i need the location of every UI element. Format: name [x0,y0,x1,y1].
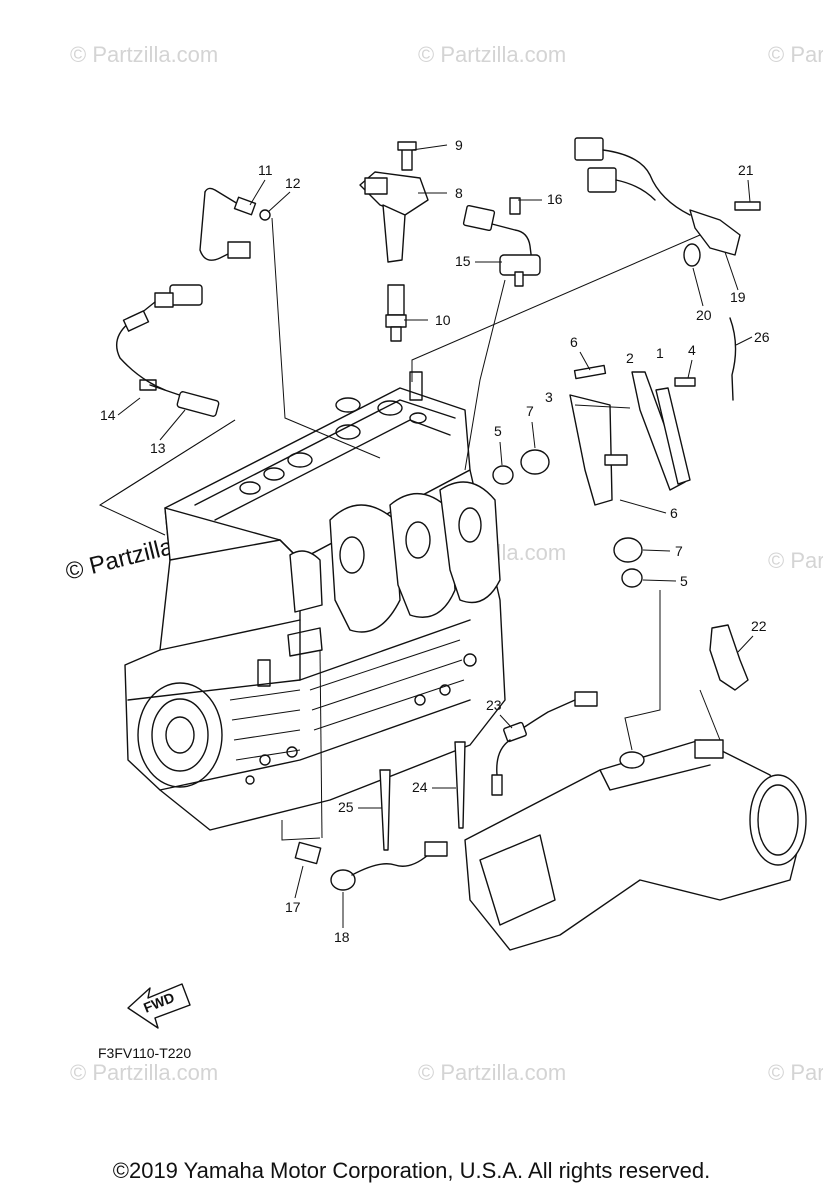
copyright-notice: ©2019 Yamaha Motor Corporation, U.S.A. A… [112,1158,711,1183]
callout-1: 1 [656,345,664,361]
callout-5-top: 5 [494,423,502,439]
callout-10: 10 [435,312,451,328]
knock-sensor [294,841,448,891]
callout-5-bottom: 5 [680,573,688,589]
sensor-harness [116,284,220,417]
callout-4: 4 [688,342,696,358]
callout-2: 2 [626,350,634,366]
callouts: 9 8 10 11 12 14 13 15 16 21 19 20 26 6 2… [100,137,770,945]
watermark-bottom-left: © Partzilla.com [70,1060,218,1085]
callout-11: 11 [258,162,273,178]
callout-8: 8 [455,185,463,201]
bracket-assembly [492,364,696,588]
callout-6-bottom: 6 [670,505,678,521]
callout-12: 12 [285,175,301,191]
cable-tie-25 [379,769,391,851]
callout-22: 22 [751,618,767,634]
engine-block [124,371,506,831]
watermark-bottom-center: © Partzilla.com [418,1060,566,1085]
spark-plug [385,284,407,342]
cam-sensor [462,197,541,287]
callout-16: 16 [547,191,563,207]
watermark-bottom-right: © Partzilla.com [768,1060,823,1085]
callout-7-top: 7 [526,403,534,419]
cable-tie-24 [454,741,466,829]
temp-sensor [491,691,598,796]
callout-23: 23 [486,697,502,713]
callout-6-top: 6 [570,334,578,350]
callout-7-bottom: 7 [675,543,683,559]
callout-21: 21 [738,162,754,178]
callout-26: 26 [754,329,770,345]
watermark-top-right: © Partzilla.com [768,42,823,67]
watermark-mid-right: © Partzilla.com [768,548,823,573]
oxygen-sensor [199,187,271,261]
reference-lines [98,217,721,841]
cable-tie-26 [729,317,737,401]
callout-18: 18 [334,929,350,945]
callout-3: 3 [545,389,553,405]
callout-24: 24 [412,779,428,795]
fwd-arrow: FWD [127,983,191,1029]
top-harness [574,137,761,267]
diagram-code: F3FV110-T220 [98,1045,191,1061]
ignition-coil [359,141,429,263]
callout-14: 14 [100,407,116,423]
callout-13: 13 [150,440,166,456]
callout-15: 15 [455,253,471,269]
clip-22 [709,624,749,691]
callout-20: 20 [696,307,712,323]
watermark-top-center: © Partzilla.com [418,42,566,67]
callout-25: 25 [338,799,354,815]
callout-17: 17 [285,899,301,915]
intake-tube [464,739,807,951]
watermark-top-left: © Partzilla.com [70,42,218,67]
callout-19: 19 [730,289,746,305]
callout-9: 9 [455,137,463,153]
